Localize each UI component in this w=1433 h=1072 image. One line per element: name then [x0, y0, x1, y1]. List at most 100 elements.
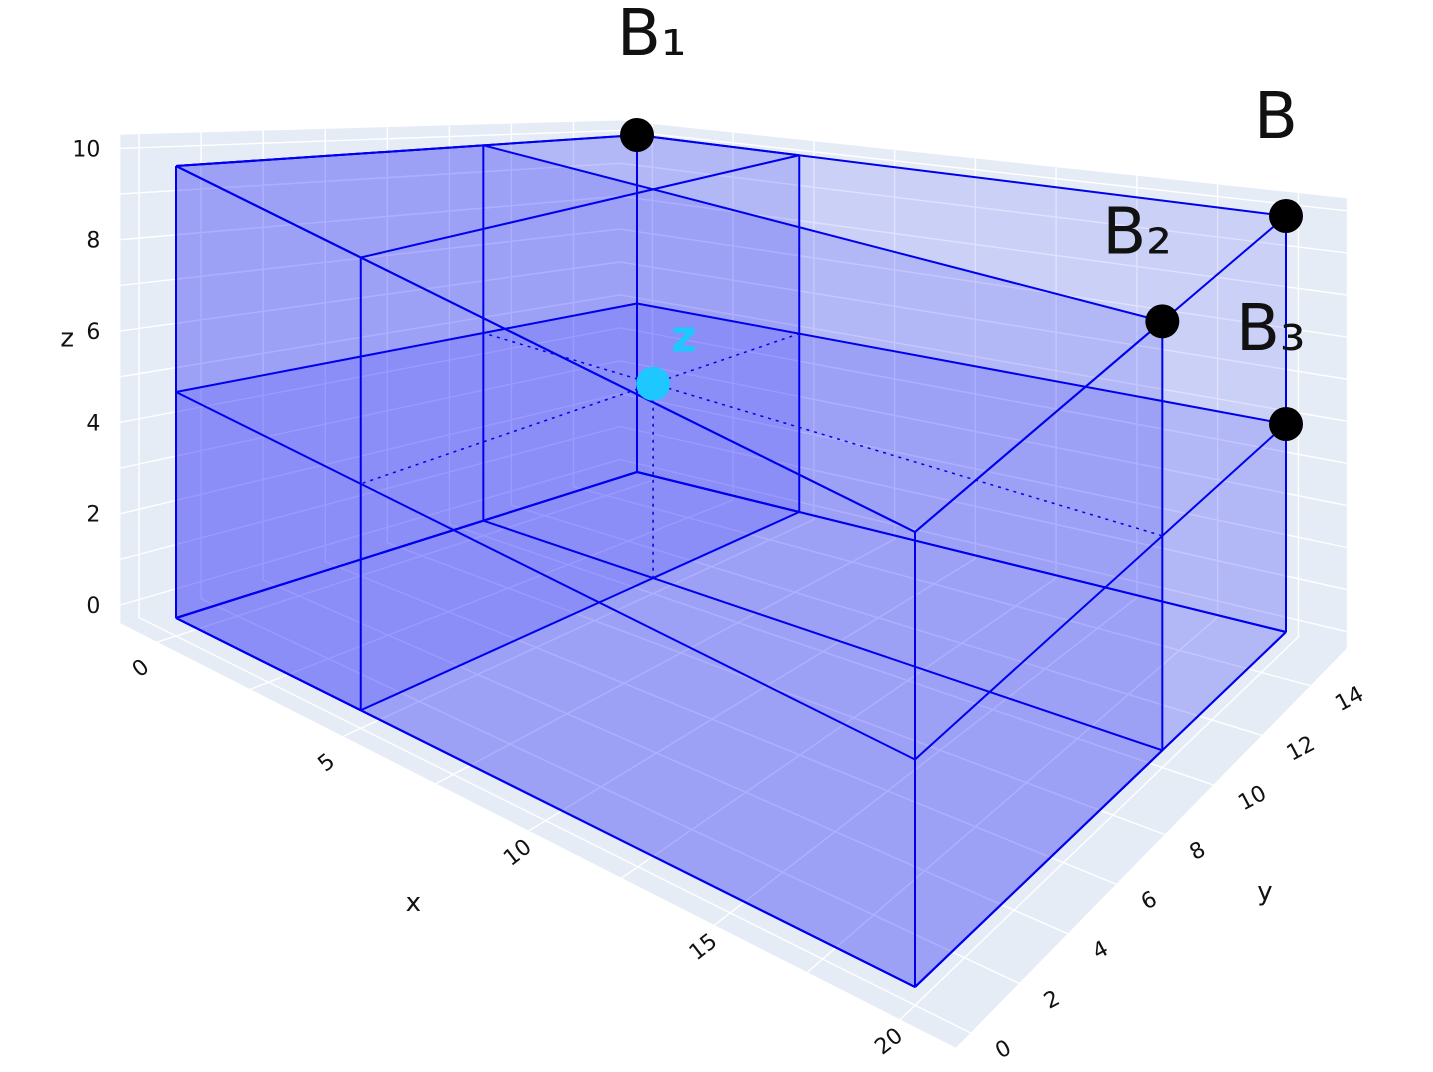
gridline-z	[120, 392, 1347, 549]
gridline-z	[120, 129, 1347, 212]
box-edge	[483, 144, 1163, 323]
box-face	[176, 472, 1286, 987]
point-marker	[1269, 407, 1303, 441]
guide-line	[360, 382, 654, 485]
z-tick-label: 0	[86, 594, 100, 619]
box-face	[176, 145, 1163, 533]
gridline-z	[120, 162, 1347, 254]
gridline-x	[621, 167, 1057, 879]
gridline-y	[262, 130, 1068, 935]
z-tick-label: 4	[86, 411, 100, 436]
gridline-z	[120, 327, 1347, 464]
box-edge	[636, 471, 1287, 633]
box-edges	[175, 134, 1287, 988]
axis-titles: x y z	[60, 324, 1272, 918]
gridline-x	[806, 184, 1219, 973]
box-face	[176, 135, 1286, 532]
gridline-z	[120, 294, 1347, 422]
gridline-y	[138, 134, 971, 1034]
x-tick-label: 15	[685, 929, 722, 966]
gridline-z	[120, 228, 1347, 338]
box-edge	[175, 134, 638, 167]
labelled-points: B₁ B₂ B B₃ z	[617, 0, 1306, 441]
z-tick-label: 2	[86, 503, 100, 528]
x-tick-label: 10	[499, 835, 536, 872]
gridline-x	[435, 149, 896, 785]
y-tick-label: 12	[1283, 731, 1319, 766]
highlight-marker	[636, 366, 671, 401]
box-face	[915, 424, 1286, 987]
box-edge	[175, 617, 916, 988]
x-tick-label: 20	[870, 1023, 907, 1060]
highlight-projection-lines	[360, 332, 1163, 579]
gridline-y	[448, 125, 1214, 786]
x-axis-title: x	[406, 888, 421, 918]
x-tick-label: 0	[128, 655, 154, 683]
gridline-z	[120, 425, 1347, 591]
wall-back-x	[120, 120, 621, 624]
gridline-x	[714, 175, 1138, 926]
highlight-label: z	[671, 312, 697, 363]
point-label: B₁	[617, 0, 687, 71]
box-edge	[483, 519, 1163, 752]
point-marker	[1145, 304, 1180, 339]
gridline-z	[120, 458, 1347, 633]
point-marker	[620, 118, 654, 152]
box-edge	[914, 631, 1287, 988]
box-face	[483, 145, 1163, 751]
gridline-z	[120, 261, 1347, 380]
gridline-x	[899, 193, 1300, 1021]
guide-line	[652, 382, 1163, 537]
point-marker	[1269, 199, 1303, 233]
box-face	[176, 135, 637, 618]
box-face	[915, 321, 1163, 987]
box-face	[176, 303, 1286, 760]
gridline-x	[342, 141, 815, 738]
box-face	[176, 472, 800, 711]
z-tick-label: 8	[86, 229, 100, 254]
box-face	[915, 216, 1286, 987]
box-edge	[636, 302, 1287, 425]
gridline-x	[528, 158, 977, 832]
y-tick-label: 8	[1186, 837, 1210, 866]
gridline-y	[572, 121, 1311, 687]
box-edge	[360, 154, 800, 259]
point-label: B₂	[1102, 195, 1172, 269]
box-edge	[360, 511, 800, 712]
y-tick-label: 6	[1137, 887, 1161, 916]
z-tick-label: 6	[86, 320, 100, 345]
gridline-x	[250, 132, 734, 690]
box-face	[637, 135, 800, 512]
y-tick-label: 4	[1089, 936, 1113, 965]
point-label: B	[1254, 80, 1298, 154]
y-tick-label: 10	[1234, 781, 1270, 816]
z-tick-label: 10	[72, 137, 100, 162]
wall-floor	[120, 472, 1347, 1048]
box-edge	[175, 471, 638, 619]
box-edge	[175, 302, 638, 393]
box-face	[176, 135, 800, 258]
point-label: B₃	[1236, 292, 1306, 366]
gridline-y	[324, 128, 1117, 885]
box-edge	[914, 320, 1163, 533]
box-face	[360, 155, 800, 711]
x-tick-label: 5	[314, 749, 340, 777]
y-tick-label: 0	[992, 1036, 1016, 1065]
y-axis-title: y	[1257, 877, 1272, 907]
gridline-y	[386, 127, 1165, 836]
box-face	[176, 303, 637, 618]
box-edge	[175, 391, 916, 761]
scene-walls	[120, 120, 1347, 1048]
box-face	[176, 145, 484, 619]
box-edge	[175, 165, 362, 259]
guide-line	[483, 332, 654, 385]
box-edge	[636, 134, 800, 157]
y-tick-label: 14	[1331, 682, 1367, 717]
box-face	[176, 472, 1286, 987]
gridline-y	[200, 132, 1020, 984]
gridline-y	[510, 123, 1263, 736]
z-axis-title: z	[60, 324, 74, 354]
y-tick-label: 2	[1040, 986, 1064, 1015]
box-edge	[914, 423, 1287, 761]
